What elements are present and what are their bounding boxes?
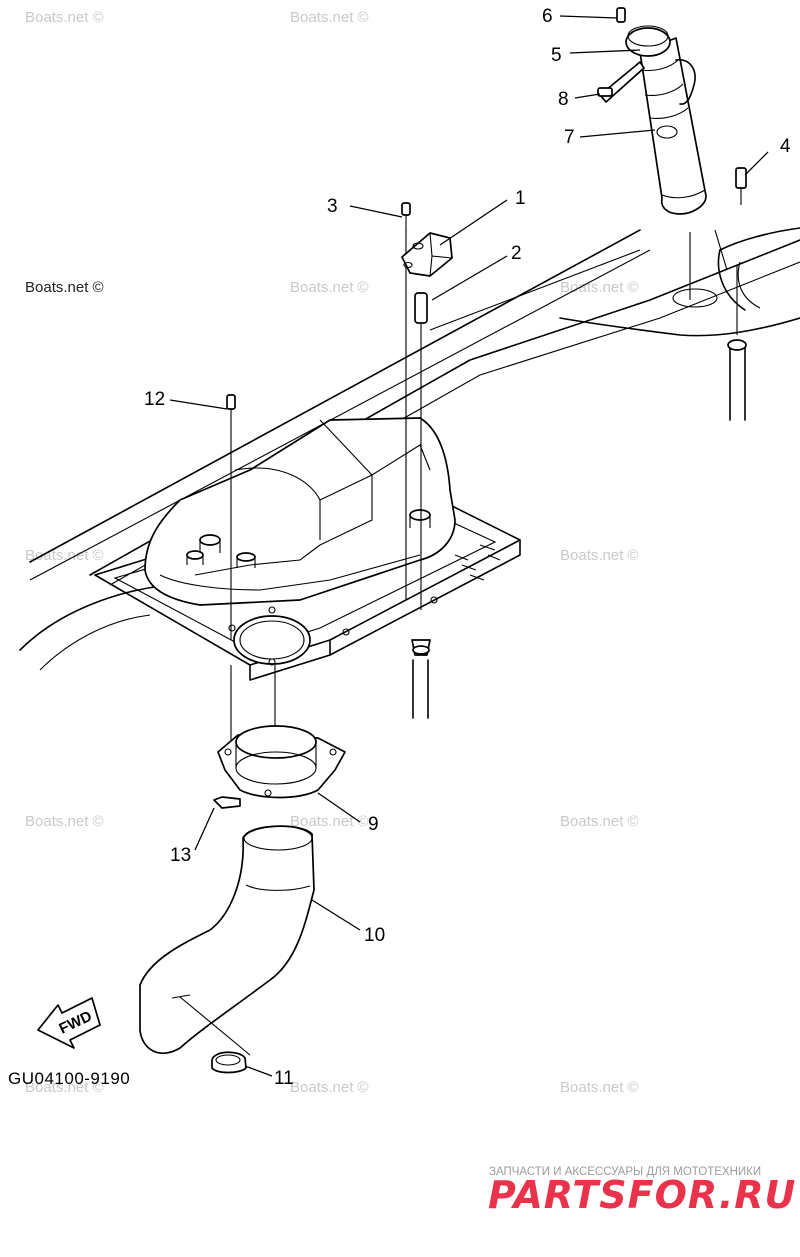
callout-labels: 1 2 3 4 5 6 7 8 9 10 11 12 13 — [144, 6, 791, 1089]
callout-3: 3 — [327, 196, 338, 217]
air-box-assembly — [94, 417, 521, 681]
brand-block: ЗАПЧАСТИ И АКСЕССУАРЫ ДЛЯ МОТОТЕХНИКИ PA… — [488, 1166, 796, 1217]
callout-leaders — [169, 15, 769, 1077]
watermark: Boats.net © — [560, 813, 639, 830]
forward-arrow-icon: FWD — [37, 997, 101, 1049]
callout-13: 13 — [170, 845, 191, 866]
watermark: Boats.net © — [290, 9, 369, 26]
watermark: Boats.net © — [560, 1079, 639, 1096]
watermark: Boats.net © — [290, 813, 369, 830]
watermark: Boats.net © — [25, 279, 104, 296]
diagram-code: GU04100-9190 — [8, 1069, 130, 1088]
brand-tagline: ЗАПЧАСТИ И АКСЕССУАРЫ ДЛЯ МОТОТЕХНИКИ — [489, 1166, 761, 1178]
brand-logo: PARTSFOR.RU — [488, 1173, 796, 1217]
callout-10: 10 — [364, 925, 385, 946]
callout-7: 7 — [564, 127, 575, 148]
watermark: Boats.net © — [560, 547, 639, 564]
watermark: Boats.net © — [290, 279, 369, 296]
hull-deck — [19, 227, 800, 671]
watermark: Boats.net © — [25, 9, 104, 26]
callout-1: 1 — [515, 188, 526, 209]
callout-9: 9 — [368, 814, 379, 835]
callout-12: 12 — [144, 389, 165, 410]
duct-assembly — [139, 665, 346, 1074]
callout-11: 11 — [274, 1068, 294, 1089]
watermark: Boats.net © — [25, 813, 104, 830]
callout-5: 5 — [551, 45, 562, 66]
vent-parts — [226, 202, 453, 719]
callout-2: 2 — [511, 243, 522, 264]
callout-6: 6 — [542, 6, 553, 27]
watermark: Boats.net © — [560, 279, 639, 296]
watermark: Boats.net © — [290, 1079, 369, 1096]
watermark: Boats.net © — [25, 1079, 104, 1096]
callout-4: 4 — [780, 136, 791, 157]
callout-8: 8 — [558, 89, 569, 110]
filler-neck-assembly — [597, 7, 747, 300]
